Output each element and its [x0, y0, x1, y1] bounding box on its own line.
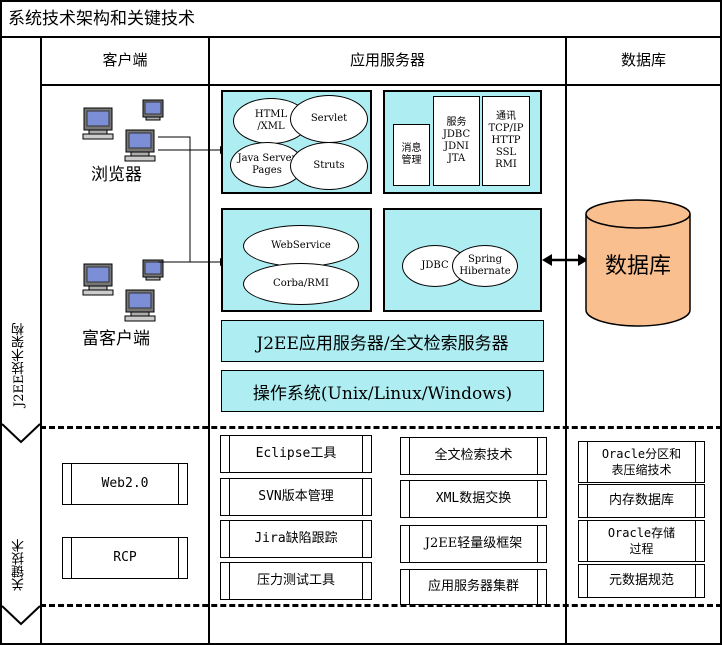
client-computers: [82, 99, 228, 322]
key-tech-oracle-procedure: Oracle存储 过程: [578, 520, 705, 562]
database-label: 数据库: [604, 254, 671, 279]
header-database: 数据库: [620, 51, 666, 69]
side-chevrons: [1, 423, 41, 626]
col-divider-1: [208, 38, 210, 645]
corba-rmi-node: Corba/RMI: [243, 263, 359, 305]
key-tech-xml: XML数据交换: [400, 480, 547, 518]
database-cylinder-icon: [585, 199, 691, 327]
side-label-architecture: J2EE技术架构: [12, 322, 27, 408]
header-divider: [40, 84, 722, 86]
computer-icon: [124, 129, 156, 162]
key-tech-web20: Web2.0: [62, 463, 188, 505]
webservice-node: WebService: [243, 225, 359, 267]
col-divider-2: [565, 38, 567, 645]
key-tech-jira: Jira缺陷跟踪: [220, 520, 372, 558]
dashed-separator-bottom: [40, 604, 722, 607]
key-tech-memory-db: 内存数据库: [578, 484, 705, 518]
key-tech-j2ee-framework: J2EE轻量级框架: [400, 525, 547, 563]
db-connection-arrow: [542, 254, 588, 266]
spring-hibernate-node: Spring Hibernate: [452, 245, 518, 287]
communication-node: 通讯 TCP/IP HTTP SSL RMI: [482, 96, 530, 186]
side-divider: [40, 38, 42, 645]
frame-left: [0, 38, 2, 645]
key-tech-oracle-partition: Oracle分区和 表压缩技术: [578, 441, 705, 483]
struts-node: Struts: [290, 142, 368, 190]
key-tech-fulltext: 全文检索技术: [400, 437, 547, 475]
message-management-node: 消息 管理: [393, 124, 430, 186]
key-tech-metadata: 元数据规范: [578, 564, 705, 598]
header-client: 客户端: [102, 51, 148, 69]
rich-client-label: 富客户端: [82, 329, 150, 349]
page-title: 系统技术架构和关键技术: [0, 0, 722, 38]
key-tech-cluster: 应用服务器集群: [400, 569, 547, 605]
browser-label: 浏览器: [91, 165, 142, 185]
key-tech-stress-test: 压力测试工具: [220, 562, 372, 600]
computer-icon: [142, 259, 164, 281]
header-app-server: 应用服务器: [349, 51, 425, 69]
servlet-node: Servlet: [290, 95, 368, 143]
key-tech-eclipse: Eclipse工具: [220, 435, 372, 473]
computer-icon: [82, 107, 114, 140]
service-node: 服务 JDBC JDNI JTA: [433, 96, 480, 186]
j2ee-server-bar: J2EE应用服务器/全文检索服务器: [221, 320, 544, 362]
computer-icon: [124, 289, 156, 322]
computer-icon: [142, 99, 164, 121]
frame-bottom: [0, 643, 722, 645]
frame-right: [720, 38, 722, 645]
side-label-key-tech: 关键技术: [12, 539, 27, 591]
key-tech-rcp: RCP: [62, 537, 188, 579]
os-bar: 操作系统(Unix/Linux/Windows): [221, 370, 544, 412]
computer-icon: [82, 263, 114, 296]
key-tech-svn: SVN版本管理: [220, 478, 372, 516]
dashed-separator-top: [40, 426, 722, 429]
